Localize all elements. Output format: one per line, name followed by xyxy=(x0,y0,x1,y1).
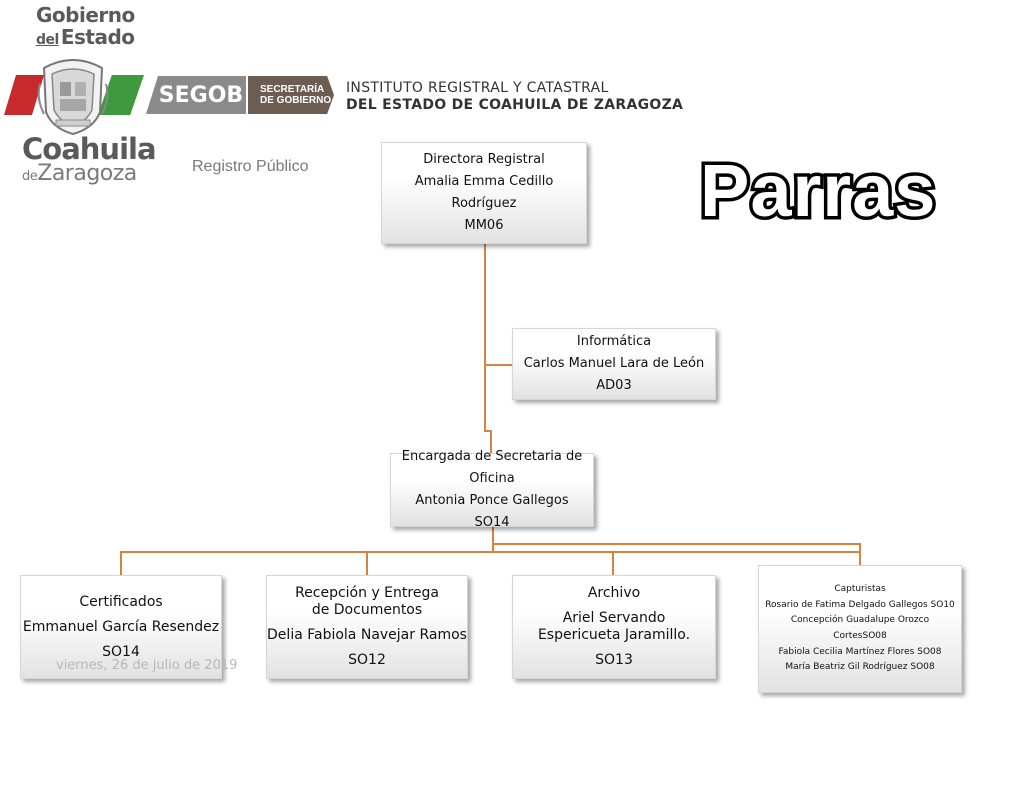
secretaria-line2: DE GOBIERNO xyxy=(260,95,332,106)
connector-horizontal-bar xyxy=(120,551,861,553)
org-box-informatica: Informática Carlos Manuel Lara de León A… xyxy=(512,328,716,400)
connector-informatica xyxy=(484,364,514,366)
connector-bar-right-upper xyxy=(493,543,861,545)
box-name: Antonia Ponce Gallegos xyxy=(415,493,569,508)
connector-to-recepcion xyxy=(366,551,368,575)
connector-to-archivo xyxy=(612,551,614,575)
org-box-directora-registral: Directora Registral Amalia Emma Cedillo … xyxy=(381,142,587,244)
box-code: SO14 xyxy=(102,643,140,660)
zaragoza-text: Zaragoza xyxy=(37,161,137,186)
box-code: SO13 xyxy=(595,652,633,668)
box-name: Ariel Servando Espericueta Jaramillo. xyxy=(537,610,691,643)
page-title-parras: Parras xyxy=(696,146,938,236)
box-code: SO12 xyxy=(348,652,386,668)
coat-of-arms-icon xyxy=(37,59,109,136)
box-role: Archivo xyxy=(587,585,641,601)
box-role: Directora Registral xyxy=(423,152,545,167)
coahuila-logo-text: Coahuila xyxy=(22,132,157,166)
connector-jog xyxy=(484,430,492,432)
box-name: Amalia Emma Cedillo Rodríguez xyxy=(414,174,554,211)
capturista-line: Rosario de Fatima Delgado Gallegos SO10 xyxy=(765,599,955,610)
box-role: Recepción y Entrega de Documentos xyxy=(295,585,439,618)
zaragoza-logo-text: deZaragoza xyxy=(22,162,137,189)
secretaria-line1: SECRETARÍA xyxy=(260,84,325,95)
secretaria-de-gobierno-logo: SECRETARÍA DE GOBIERNO xyxy=(248,76,334,114)
box-code: AD03 xyxy=(596,378,632,393)
org-box-certificados: Certificados Emmanuel García Resendez SO… xyxy=(20,575,222,679)
box-role: Informática xyxy=(576,334,652,349)
box-name: Emmanuel García Resendez xyxy=(22,618,220,635)
box-role: Capturistas xyxy=(834,584,886,595)
gobierno-text: Gobierno xyxy=(36,3,135,27)
connector-encargada-down xyxy=(492,527,494,543)
institute-line1: INSTITUTO REGISTRAL Y CATASTRAL xyxy=(346,80,609,96)
box-name: Delia Fabiola Navejar Ramos xyxy=(267,627,467,643)
connector-director-down xyxy=(484,244,486,430)
org-box-recepcion-entrega: Recepción y Entrega de Documentos Delia … xyxy=(266,575,468,679)
box-role: Certificados xyxy=(79,593,163,610)
estado-text: Estado xyxy=(60,25,135,49)
segob-logo: SEGOB xyxy=(146,76,246,114)
capturista-line: María Beatriz Gil Rodríguez SO08 xyxy=(785,662,935,673)
box-code: SO14 xyxy=(474,515,510,530)
connector-to-certificados xyxy=(120,551,122,575)
footer-date: viernes, 26 de julio de 2019 xyxy=(56,658,238,673)
box-code: MM06 xyxy=(464,218,504,233)
box-name: Carlos Manuel Lara de León xyxy=(523,356,705,371)
org-box-archivo: Archivo Ariel Servando Espericueta Jaram… xyxy=(512,575,716,679)
de-text: de xyxy=(22,169,38,184)
connector-to-encargada xyxy=(490,430,492,453)
org-box-capturistas: Capturistas Rosario de Fatima Delgado Ga… xyxy=(758,565,962,693)
institute-name: INSTITUTO REGISTRAL Y CATASTRAL DEL ESTA… xyxy=(346,80,683,114)
capturista-line: CortesSO08 xyxy=(833,631,887,641)
box-role: Encargada de Secretaria de Oficina xyxy=(401,449,583,486)
capturista-line: Fabiola Cecilia Martínez Flores SO08 xyxy=(778,646,942,657)
org-box-encargada-secretaria: Encargada de Secretaria de Oficina Anton… xyxy=(390,449,594,530)
registro-publico-label: Registro Público xyxy=(192,158,309,175)
connector-to-capturistas xyxy=(859,543,861,565)
connector-bar-stem xyxy=(492,542,494,552)
capturista-line: Concepción Guadalupe Orozco xyxy=(790,615,930,626)
del-text: del xyxy=(36,32,59,48)
institute-line2: DEL ESTADO DE COAHUILA DE ZARAGOZA xyxy=(346,97,684,113)
